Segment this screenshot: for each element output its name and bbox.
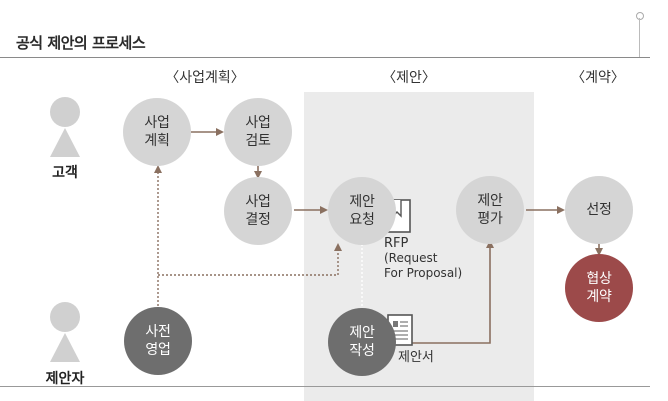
proposal-document-label: 제안서	[398, 350, 434, 365]
node-proposal-writing: 제안 작성	[328, 308, 396, 376]
proposer-person-icon	[50, 302, 80, 362]
page-title: 공식 제안의 프로세스	[16, 34, 146, 52]
actor-proposer-label: 제안자	[45, 371, 85, 387]
dotted-presales-to-request	[158, 243, 342, 276]
rfp-label: RFP	[384, 236, 409, 251]
node-business-review: 사업 검토	[224, 98, 292, 166]
node-proposal-evaluation: 제안 평가	[456, 176, 524, 244]
title-divider	[0, 57, 650, 58]
corner-dot-icon	[636, 12, 644, 20]
node-proposal-request: 제안 요청	[328, 177, 396, 245]
corner-line	[639, 18, 640, 57]
phase-business-plan: 〈사업계획〉	[165, 70, 245, 86]
rfp-fullname-label: (Request For Proposal)	[384, 251, 463, 280]
node-selection: 선정	[565, 176, 633, 244]
phase-contract: 〈계약〉	[571, 70, 625, 86]
node-negotiation-contract: 협상 계약	[565, 254, 633, 322]
node-business-planning: 사업 계획	[123, 98, 191, 166]
phase-proposal: 〈제안〉	[382, 70, 436, 86]
arrow-writing-to-evaluation	[397, 240, 494, 344]
node-business-decision: 사업 결정	[224, 177, 292, 245]
node-pre-sales: 사전 영업	[124, 307, 192, 375]
bottom-divider	[0, 386, 650, 387]
customer-person-icon	[50, 97, 80, 157]
actor-customer-label: 고객	[52, 165, 78, 181]
